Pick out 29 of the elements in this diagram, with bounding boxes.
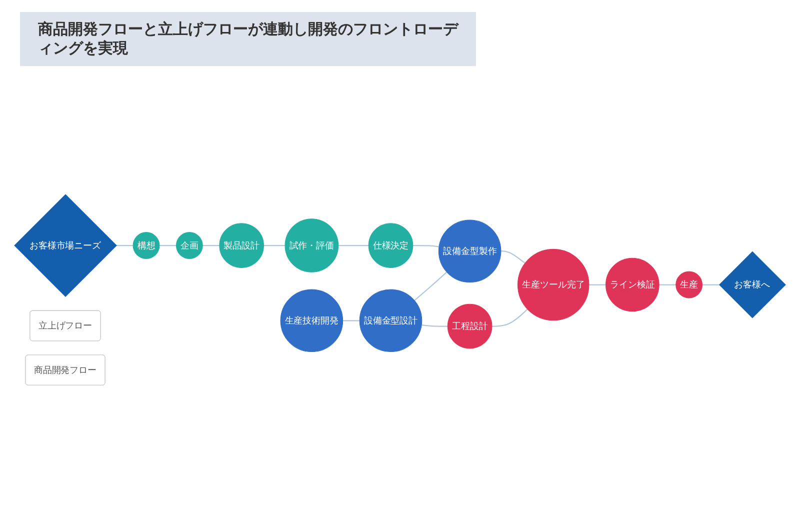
connector — [264, 245, 286, 246]
node-circle: 設備金型製作 — [438, 220, 502, 283]
node-circle: 生産ツール完了 — [517, 249, 590, 321]
node-circle: ライン検証 — [606, 258, 660, 312]
connector — [414, 272, 448, 302]
node-circle: 試作・評価 — [284, 218, 339, 273]
node-diamond: お客様市場ニーズ — [14, 194, 117, 298]
connector — [116, 245, 134, 246]
node-diamond: お客様へ — [718, 251, 786, 318]
connector — [421, 324, 448, 327]
connector — [702, 284, 720, 286]
connector — [588, 284, 606, 286]
connector — [659, 284, 676, 286]
connector — [342, 320, 360, 322]
connector — [202, 245, 220, 246]
node-circle: 生産 — [676, 272, 703, 298]
connector — [159, 245, 176, 246]
node-circle: 工程設計 — [447, 304, 492, 349]
connector — [500, 250, 526, 264]
connector — [412, 245, 440, 248]
connector — [492, 308, 528, 327]
node-circle: 製品設計 — [219, 223, 264, 268]
node-circle: 構想 — [132, 232, 160, 260]
node-circle: 設備金型設計 — [359, 289, 422, 352]
title-banner: 商品開発フローと立上げフローが連動し開発のフロントローディングを実現 — [20, 12, 476, 66]
node-circle: 仕様決定 — [368, 223, 414, 268]
node-circle: 企画 — [176, 232, 203, 260]
node-circle: 生産技術開発 — [280, 289, 344, 352]
connector — [338, 245, 369, 246]
